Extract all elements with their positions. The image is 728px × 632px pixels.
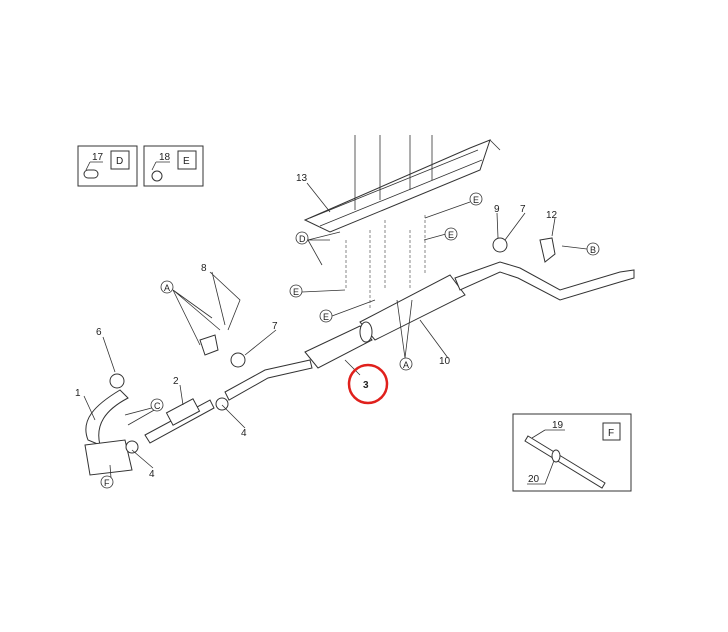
callout-a-2: A — [403, 360, 409, 370]
part-13-label: 13 — [296, 173, 308, 184]
part-2-label: 2 — [173, 376, 179, 387]
part-12-label: 12 — [546, 210, 558, 221]
callout-e-4: E — [448, 230, 454, 240]
callout-e-2: E — [323, 312, 329, 322]
callout-d: D — [299, 234, 306, 244]
part-19-label: 19 — [552, 420, 564, 431]
inset-d-letter: D — [116, 156, 123, 167]
callout-e-3: E — [473, 195, 479, 205]
inset-d: D 17 — [77, 145, 138, 187]
heat-shield: 13 — [296, 135, 501, 233]
part-18-label: 18 — [159, 152, 171, 163]
callout-c: C — [154, 401, 161, 411]
inset-f: F 19 20 — [512, 413, 632, 492]
exhaust-pipes — [84, 237, 635, 476]
part-20-label: 20 — [528, 474, 540, 485]
bolt-icon — [83, 169, 99, 179]
part-4-label-2: 4 — [149, 469, 155, 480]
callout-a: A — [164, 283, 170, 293]
inset-f-letter: F — [608, 428, 614, 439]
part-4-label: 4 — [241, 428, 247, 439]
callout-e: E — [293, 287, 299, 297]
nut-icon — [151, 170, 163, 182]
callout-f: F — [104, 478, 110, 488]
part-7-label: 7 — [272, 321, 278, 332]
part-17-label: 17 — [92, 152, 104, 163]
part-7-label-2: 7 — [520, 204, 526, 215]
part-9-label: 9 — [494, 204, 500, 215]
callout-b: B — [590, 245, 596, 255]
inset-e-letter: E — [183, 156, 190, 167]
part-1-label: 1 — [75, 388, 81, 399]
part-6-label: 6 — [96, 327, 102, 338]
part-10-label: 10 — [439, 356, 451, 367]
part-8-label: 8 — [201, 263, 207, 274]
inset-e: E 18 — [143, 145, 204, 187]
part-3-highlight-circle — [347, 363, 389, 405]
part-3-label: 3 — [363, 380, 369, 391]
